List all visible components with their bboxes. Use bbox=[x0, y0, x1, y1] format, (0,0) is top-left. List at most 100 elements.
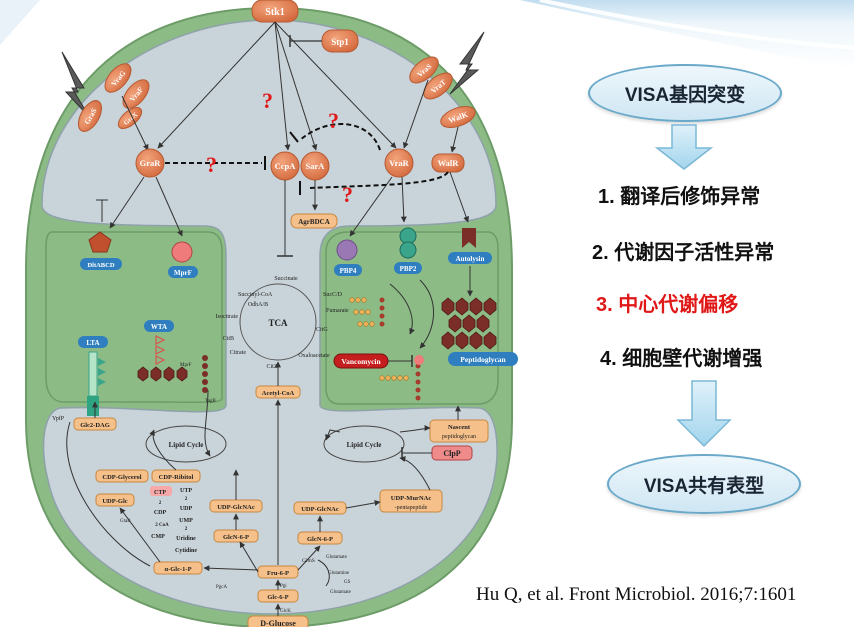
cdp-ribitol-label: CDP-Ribitol bbox=[159, 474, 194, 481]
svg-text:Uridine: Uridine bbox=[176, 536, 196, 542]
glycan-red-chain bbox=[379, 297, 421, 401]
down-arrow-top-icon bbox=[654, 124, 714, 170]
wta-label: WTA bbox=[151, 323, 167, 331]
nascent-pg-label-2: peptidoglycan bbox=[442, 434, 476, 440]
udp-murnac-label-1: UDP-MurNAc bbox=[391, 495, 432, 502]
udp-glcnac-left-label: UDP-GlcNAc bbox=[217, 504, 255, 511]
vraf-node: VraF bbox=[122, 79, 150, 109]
visa-gene-mutation-box: VISA基因突变 bbox=[588, 64, 782, 122]
sara-label: SarA bbox=[306, 161, 326, 171]
tca-center-label: TCA bbox=[268, 318, 288, 328]
peptidoglycan-box bbox=[448, 352, 518, 366]
glms-label: GlmS bbox=[302, 558, 315, 564]
svg-text:2: 2 bbox=[185, 497, 188, 502]
pbp2-shape-bottom bbox=[399, 241, 417, 259]
lta-label: LTA bbox=[86, 339, 99, 347]
question-mark-4: ? bbox=[342, 182, 353, 207]
ypfp-label: YpfP bbox=[52, 415, 65, 422]
svg-text:Glutamine: Glutamine bbox=[328, 571, 350, 576]
svg-text:CitB: CitB bbox=[223, 336, 234, 342]
visa-gene-mutation-label: VISA基因突变 bbox=[624, 84, 746, 106]
svg-text:CDP: CDP bbox=[154, 510, 167, 516]
gras-node: GraS bbox=[77, 100, 103, 132]
left-wall-lobe bbox=[45, 231, 223, 404]
target-site bbox=[414, 355, 424, 365]
udp-murnac-label-2: -pentapeptide bbox=[395, 505, 428, 511]
vrag-node: VraG bbox=[104, 63, 132, 93]
dglucose-label: D-Glucose bbox=[260, 619, 296, 627]
fru6p-label: Fru-6-P bbox=[267, 570, 289, 577]
walr-label: WalR bbox=[438, 158, 460, 168]
left-synthesis-arrows bbox=[66, 389, 281, 616]
svg-text:2 CoA: 2 CoA bbox=[155, 523, 169, 528]
visa-phenotype-box: VISA共有表型 bbox=[607, 454, 801, 514]
acetyl-coa-label: Acetyl-CoA bbox=[262, 390, 295, 397]
gtab-label: GtaB bbox=[120, 519, 131, 524]
udp-glcnac-label: UDP-GlcNAc bbox=[301, 506, 339, 513]
grar-node bbox=[135, 148, 165, 178]
peptidoglycan-label: Peptidoglycan bbox=[460, 355, 506, 364]
cause-item-3: 3. 中心代谢偏移 bbox=[596, 294, 739, 316]
mprf-shape bbox=[171, 241, 193, 263]
udp-glc-label: UDP-Glc bbox=[102, 498, 127, 505]
svg-text:Glutamate: Glutamate bbox=[326, 555, 348, 560]
question-mark-3: ? bbox=[206, 152, 217, 177]
glc6p-label: Glc-6-P bbox=[267, 594, 288, 601]
ccpa-label: CcpA bbox=[275, 161, 297, 171]
vrar-node bbox=[384, 148, 414, 178]
right-peptidoglycan-hexagons bbox=[441, 297, 497, 350]
svg-text:2: 2 bbox=[159, 501, 162, 506]
nucleotide-labels: CTP 2 CDP 2 CoA CMP UTP 2 UDP UMP 2 Urid… bbox=[150, 486, 197, 554]
cdp-glycerol-label: CDP-Glycerol bbox=[102, 474, 141, 481]
cdp-glycerol-box bbox=[95, 469, 149, 483]
svg-text:CitZ: CitZ bbox=[266, 364, 277, 370]
wta-triangles bbox=[155, 335, 166, 365]
svg-text:Succinate: Succinate bbox=[274, 276, 298, 282]
lta-box bbox=[78, 336, 108, 348]
cause-item-1: 1. 翻译后修饰异常 bbox=[598, 186, 761, 208]
pbp2-box bbox=[394, 262, 422, 274]
right-lightning-icon bbox=[449, 31, 485, 95]
visa-phenotype-label: VISA共有表型 bbox=[643, 475, 765, 497]
vrat-node: VraT bbox=[423, 72, 453, 100]
glcn6p-left-label: GlcN-6-P bbox=[223, 534, 249, 541]
glck-label: GlcK bbox=[280, 609, 291, 614]
grar-label: GraR bbox=[140, 158, 162, 168]
pgca-label: PgcA bbox=[216, 585, 228, 590]
down-arrow-bottom-icon bbox=[676, 380, 732, 448]
dltabcd-label: DltABCD bbox=[87, 262, 114, 269]
dltabcd-box bbox=[80, 258, 122, 270]
left-glycan-chain bbox=[202, 355, 208, 393]
svg-text:SucC/D: SucC/D bbox=[323, 292, 343, 298]
pbp4-label: PBP4 bbox=[340, 267, 357, 275]
svg-text:GS: GS bbox=[344, 580, 351, 585]
svg-text:CitG: CitG bbox=[316, 327, 328, 333]
question-mark-2: ? bbox=[328, 108, 339, 133]
svg-text:Isocitrate: Isocitrate bbox=[216, 314, 239, 320]
svg-text:2: 2 bbox=[185, 527, 188, 532]
svg-text:UDP: UDP bbox=[180, 506, 193, 512]
svg-text:CTP: CTP bbox=[154, 490, 166, 496]
mprf-box bbox=[168, 266, 198, 278]
walk-node: WalK bbox=[440, 106, 476, 128]
clpp-label: ClpP bbox=[443, 449, 460, 458]
dltabcd-shape bbox=[88, 231, 112, 253]
mprf-label: MprF bbox=[174, 269, 192, 277]
alpha-glc1p-label: α-Glc-1-P bbox=[164, 566, 191, 573]
question-mark-1: ? bbox=[262, 88, 273, 113]
autolysin-shape bbox=[462, 228, 476, 248]
right-synthesis-arrows bbox=[297, 405, 461, 587]
stk1-links bbox=[121, 21, 459, 153]
tca-cycle: TCA Succinate SucC/D Fumarate CitG Oxalo… bbox=[216, 276, 349, 370]
autolysin-label: Autolysin bbox=[456, 255, 485, 263]
svg-text:UTP: UTP bbox=[180, 488, 192, 494]
svg-text:Lipid Cycle: Lipid Cycle bbox=[347, 441, 382, 449]
alpha-glc1p-box bbox=[153, 561, 203, 575]
stp1-label: Stp1 bbox=[331, 37, 349, 47]
agrbdca-label: AgrBDCA bbox=[298, 218, 330, 226]
vancomycin-label: Vancomycin bbox=[341, 357, 381, 366]
svg-text:Lipid Cycle: Lipid Cycle bbox=[169, 441, 204, 449]
agrbdca-box bbox=[290, 213, 338, 229]
vras-node: VraS bbox=[409, 56, 439, 84]
